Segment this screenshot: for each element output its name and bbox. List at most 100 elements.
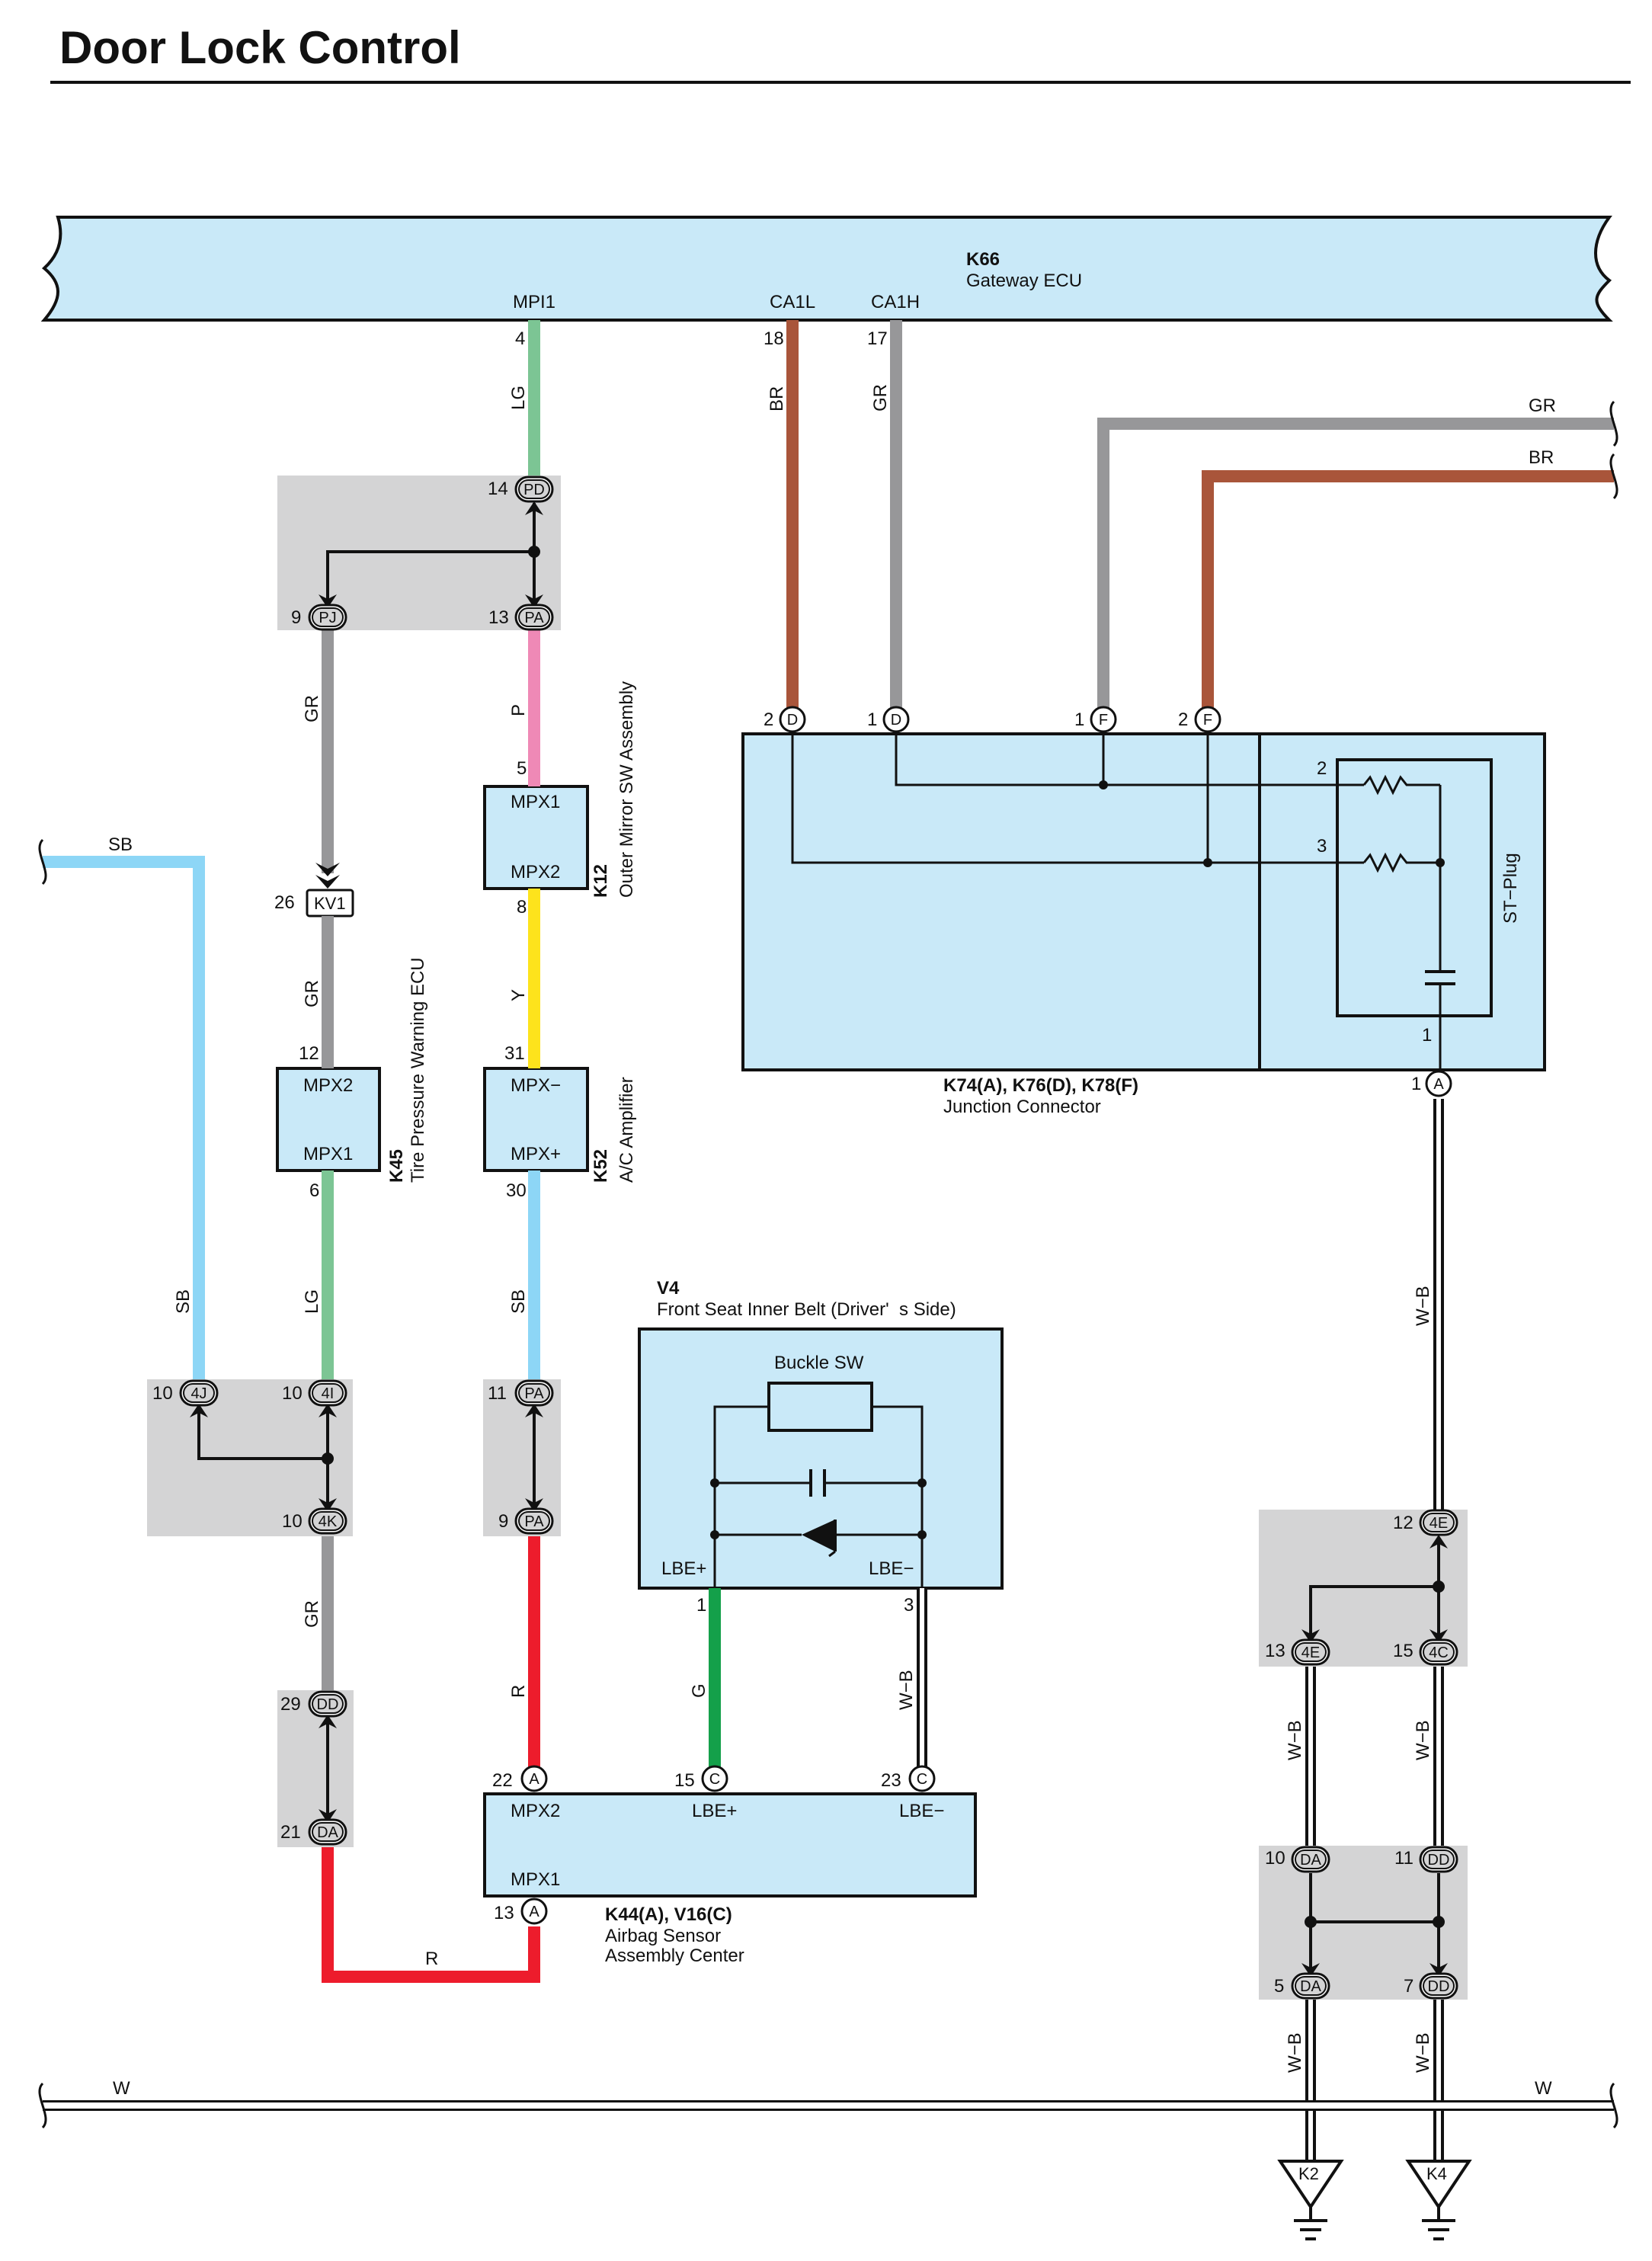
k44-mpx1: MPX1 xyxy=(511,1869,560,1890)
ground-k4-label: K4 xyxy=(1426,2164,1447,2183)
pin-13-4e: 13 xyxy=(1265,1641,1285,1661)
break-mark-sb xyxy=(38,838,47,886)
break-marks xyxy=(38,400,1618,2129)
break-mark-br xyxy=(1609,453,1618,500)
connector-code: DA xyxy=(1300,1978,1321,1995)
connector-badge-da: DA xyxy=(308,1818,347,1846)
connector-badge-4e: 4E xyxy=(1291,1638,1330,1666)
pin-13-pa: 13 xyxy=(488,607,509,628)
pin-10-da: 10 xyxy=(1265,1848,1285,1869)
connector-code: C xyxy=(917,1771,927,1788)
k44-name-2: Assembly Center xyxy=(605,1946,744,1966)
connector-badge-da: DA xyxy=(1291,1972,1330,2000)
connector-badge-f: F xyxy=(1090,706,1117,733)
seat-belt-body xyxy=(638,1327,1004,1590)
airbag-sensor-box xyxy=(483,1792,977,1898)
wire-label-g: G xyxy=(689,1683,709,1698)
wire-label-sb-k52: SB xyxy=(508,1289,529,1314)
k66-pin-mpi1: MPI1 xyxy=(513,292,555,312)
pin-2-f: 2 xyxy=(1178,709,1188,730)
pin-31: 31 xyxy=(504,1043,525,1064)
v4-code: V4 xyxy=(657,1278,680,1299)
wire-label-wb-4e: W−B xyxy=(1285,1720,1305,1760)
wire-sb-2 xyxy=(43,856,205,1379)
connector-badge-dd: DD xyxy=(1419,1846,1458,1873)
tire-pressure-box xyxy=(276,1067,381,1172)
pin-14: 14 xyxy=(488,479,508,499)
k45-bottom-label: MPX1 xyxy=(303,1144,353,1164)
pin-30: 30 xyxy=(506,1180,527,1201)
st-plug-label: ST−Plug xyxy=(1500,853,1521,924)
k12-top-label: MPX1 xyxy=(511,792,560,812)
connector-badge-4c: 4C xyxy=(1419,1638,1458,1666)
pin-22: 22 xyxy=(492,1770,513,1791)
k66-pin-ca1l: CA1L xyxy=(770,292,815,312)
wire-label-lg-k45: LG xyxy=(302,1289,322,1314)
connector-code: C xyxy=(709,1771,720,1788)
wire-r-1 xyxy=(322,1847,540,1983)
v4-lbe-minus: LBE− xyxy=(869,1558,914,1579)
wire-label-y: Y xyxy=(508,989,529,1001)
pin-4: 4 xyxy=(515,328,525,349)
connector-badge-a: A xyxy=(520,1765,548,1792)
connector-code: 4K xyxy=(319,1513,338,1530)
pin-3-v4: 3 xyxy=(904,1595,914,1616)
k45-name: Tire Pressure Warning ECU xyxy=(408,957,428,1183)
k44-mpx2: MPX2 xyxy=(511,1801,560,1821)
splices xyxy=(197,503,1445,1972)
connector-code: DD xyxy=(1428,1852,1450,1869)
k52-bottom-label: MPX+ xyxy=(511,1144,561,1164)
pin-6: 6 xyxy=(309,1180,319,1201)
connector-badge-c: C xyxy=(908,1765,936,1792)
wire-br-2 xyxy=(1202,470,1614,719)
connector-code: A xyxy=(1433,1076,1444,1093)
connector-code: F xyxy=(1203,712,1212,729)
component-boxes xyxy=(276,785,977,1898)
pin-7-dd: 7 xyxy=(1404,1976,1413,1997)
pin-10-4k: 10 xyxy=(282,1511,303,1532)
buckle-sw-label: Buckle SW xyxy=(774,1353,864,1373)
k66-pin-ca1h: CA1H xyxy=(871,292,920,312)
wire-label-gr: GR xyxy=(870,384,891,412)
page-title: Door Lock Control xyxy=(59,22,461,73)
connector-code: 4I xyxy=(322,1385,335,1402)
wire-label-p: P xyxy=(508,704,529,716)
k44-lbe-minus: LBE− xyxy=(899,1801,944,1821)
connector-badge-dd: DD xyxy=(308,1690,347,1718)
pin-9-pa: 9 xyxy=(498,1511,508,1532)
kv1-label: KV1 xyxy=(314,894,346,913)
connector-badge-pd: PD xyxy=(514,476,554,503)
connector-badge-d: D xyxy=(882,706,910,733)
wire-label-sb-left: SB xyxy=(173,1289,194,1314)
connector-badge-4k: 4K xyxy=(308,1507,347,1535)
splice-4k xyxy=(197,1407,328,1460)
connector-code: 4E xyxy=(1429,1515,1448,1532)
junction-internal xyxy=(791,734,1455,1070)
pin-21: 21 xyxy=(280,1822,301,1843)
connector-badge-pj: PJ xyxy=(308,604,347,631)
connector-code: PA xyxy=(524,1385,544,1402)
pin-15-c: 15 xyxy=(674,1770,695,1791)
pin-2-stplug: 2 xyxy=(1317,758,1327,779)
pin-23: 23 xyxy=(881,1770,901,1791)
wire-label-wb-v4: W−B xyxy=(896,1670,917,1710)
pin-17: 17 xyxy=(867,328,888,349)
wire-label-w-left: W xyxy=(113,2078,130,2099)
k44-lbe-plus: LBE+ xyxy=(692,1801,737,1821)
connector-badge-dd: DD xyxy=(1419,1972,1458,2000)
k44-name-1: Airbag Sensor xyxy=(605,1926,721,1946)
splice-pd xyxy=(326,550,534,602)
wire-label-r-bottom: R xyxy=(425,1949,438,1969)
connector-code: DD xyxy=(317,1696,339,1713)
k44-code: K44(A), V16(C) xyxy=(605,1904,732,1925)
pin-2-d: 2 xyxy=(764,709,773,730)
k45-code: K45 xyxy=(386,1149,407,1183)
connector-code: 4E xyxy=(1301,1645,1320,1661)
wire-label-wb-a: W−B xyxy=(1413,1286,1433,1326)
connector-badge-a: A xyxy=(1425,1070,1452,1097)
wire-label-lg: LG xyxy=(508,386,529,410)
pin-9-pj: 9 xyxy=(291,607,301,628)
wire-label-br-right: BR xyxy=(1529,447,1554,468)
